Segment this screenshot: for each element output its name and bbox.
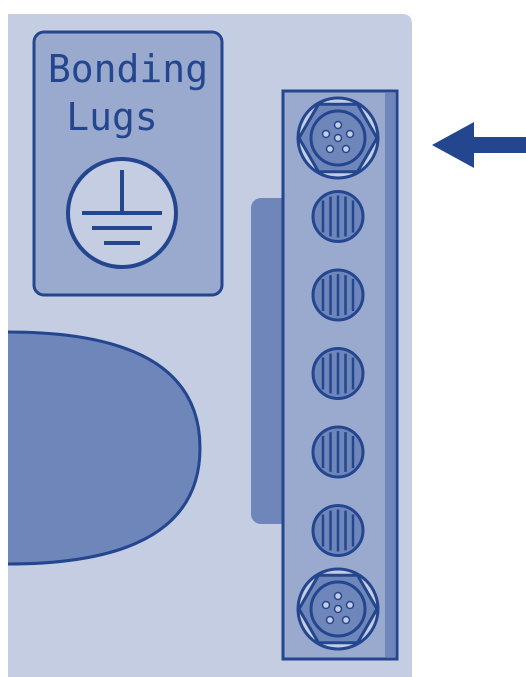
label-line-1: Bonding xyxy=(48,47,208,91)
screw-lug xyxy=(311,268,365,322)
screw-lug xyxy=(311,347,365,400)
ground-symbol-icon xyxy=(66,157,178,269)
hex-nut-lug xyxy=(296,96,380,180)
label-line-2: Lugs xyxy=(66,95,158,139)
lugs-layer xyxy=(296,96,380,651)
screw-lug xyxy=(311,504,365,557)
screw-lug xyxy=(311,190,365,243)
label-box: Bonding Lugs xyxy=(32,30,224,297)
screw-lug xyxy=(311,425,365,479)
hex-nut-lug xyxy=(296,567,380,651)
arrow-left-icon xyxy=(432,122,526,168)
